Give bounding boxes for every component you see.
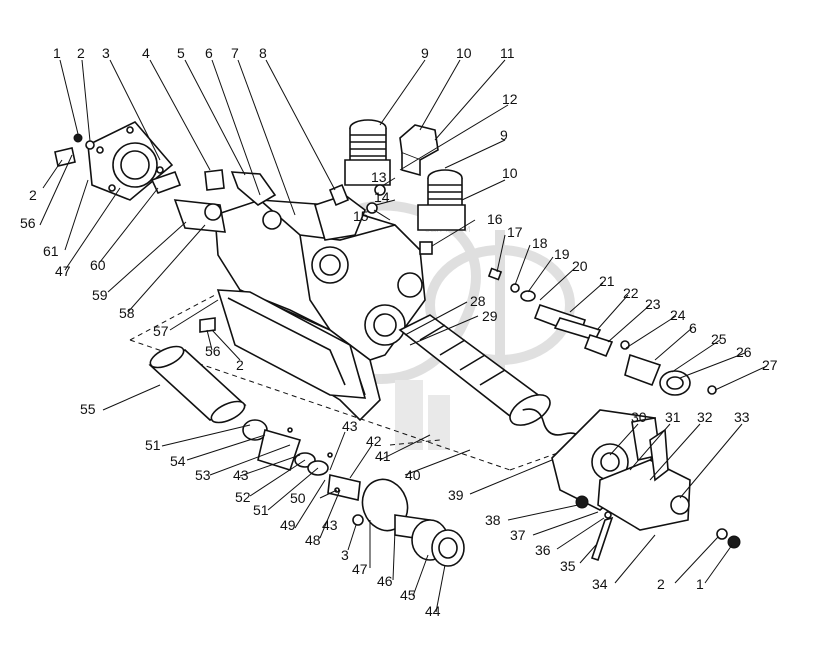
label-57: 57 xyxy=(153,323,169,339)
label-46: 46 xyxy=(377,573,393,589)
bolt-56 xyxy=(199,317,216,333)
label-23: 23 xyxy=(645,296,661,312)
label-58: 58 xyxy=(119,305,135,321)
washer-2 xyxy=(85,140,95,150)
end-cover-right xyxy=(551,409,691,531)
label-28: 28 xyxy=(470,293,486,309)
fitting-9-left xyxy=(344,119,391,186)
label-61: 61 xyxy=(43,243,59,259)
label-10-second: 10 xyxy=(502,165,518,181)
label-2-second: 2 xyxy=(29,187,37,203)
nut-1-right xyxy=(727,535,741,549)
fitting-5 xyxy=(230,171,277,206)
label-59: 59 xyxy=(92,287,108,303)
label-60: 60 xyxy=(90,257,106,273)
label-16: 16 xyxy=(487,211,503,227)
plug-16 xyxy=(419,241,433,255)
label-33: 33 xyxy=(734,409,750,425)
callout-labels: 1 2 3 4 5 6 7 8 9 10 11 12 9 10 13 14 15… xyxy=(20,45,778,619)
label-18: 18 xyxy=(532,235,548,251)
label-19: 19 xyxy=(554,246,570,262)
label-30: 30 xyxy=(631,409,647,425)
label-9-second: 9 xyxy=(500,127,508,143)
gasket-plate xyxy=(216,289,367,399)
label-6-second: 6 xyxy=(689,320,697,336)
label-53: 53 xyxy=(195,467,211,483)
label-2-third: 2 xyxy=(236,357,244,373)
label-34: 34 xyxy=(592,576,608,592)
label-24: 24 xyxy=(670,307,686,323)
label-44: 44 xyxy=(425,603,441,619)
label-1-second: 1 xyxy=(696,576,704,592)
label-3: 3 xyxy=(102,45,110,61)
label-56-second: 56 xyxy=(205,343,221,359)
spool-60-left xyxy=(173,199,226,233)
label-6: 6 xyxy=(205,45,213,61)
label-7: 7 xyxy=(231,45,239,61)
label-32: 32 xyxy=(697,409,713,425)
washer-2-right xyxy=(716,528,728,540)
label-29: 29 xyxy=(482,308,498,324)
lower-parts xyxy=(242,419,465,567)
label-38: 38 xyxy=(485,512,501,528)
label-15: 15 xyxy=(353,208,369,224)
fitting-9-right xyxy=(417,169,466,231)
label-47-second: 47 xyxy=(352,561,368,577)
label-13: 13 xyxy=(371,169,387,185)
label-41: 41 xyxy=(375,448,391,464)
sleeve-55 xyxy=(148,345,247,424)
label-2-fourth: 2 xyxy=(657,576,665,592)
label-48: 48 xyxy=(305,532,321,548)
label-12: 12 xyxy=(502,91,518,107)
label-20: 20 xyxy=(572,258,588,274)
plug-4 xyxy=(204,169,225,191)
label-47: 47 xyxy=(55,263,71,279)
label-26: 26 xyxy=(736,344,752,360)
seal-13 xyxy=(374,184,386,196)
label-2: 2 xyxy=(77,45,85,61)
label-11: 11 xyxy=(500,45,515,61)
label-52: 52 xyxy=(235,489,251,505)
label-55: 55 xyxy=(80,401,96,417)
label-50: 50 xyxy=(290,490,306,506)
label-56: 56 xyxy=(20,215,36,231)
label-43-third: 43 xyxy=(322,517,338,533)
label-37: 37 xyxy=(510,527,526,543)
spring-assembly xyxy=(398,314,586,447)
label-27: 27 xyxy=(762,357,778,373)
label-42: 42 xyxy=(366,433,382,449)
label-36: 36 xyxy=(535,542,551,558)
label-4: 4 xyxy=(142,45,150,61)
label-43: 43 xyxy=(342,418,358,434)
end-cover-left xyxy=(54,121,182,201)
leader-lines xyxy=(39,59,768,613)
label-40: 40 xyxy=(405,467,421,483)
ball-36 xyxy=(604,511,612,519)
label-31: 31 xyxy=(665,409,681,425)
label-17: 17 xyxy=(507,224,523,240)
label-51-second: 51 xyxy=(253,502,269,518)
label-51: 51 xyxy=(145,437,161,453)
label-43-second: 43 xyxy=(233,467,249,483)
label-39: 39 xyxy=(448,487,464,503)
label-45: 45 xyxy=(400,587,416,603)
plug-11 xyxy=(399,124,439,177)
label-3-second: 3 xyxy=(341,547,349,563)
label-22: 22 xyxy=(623,285,639,301)
label-1: 1 xyxy=(53,45,61,61)
label-10: 10 xyxy=(456,45,472,61)
label-5: 5 xyxy=(177,45,185,61)
spool-parts-right xyxy=(487,267,717,396)
label-54: 54 xyxy=(170,453,186,469)
label-35: 35 xyxy=(560,558,576,574)
label-14: 14 xyxy=(374,189,390,205)
label-49: 49 xyxy=(280,517,296,533)
nut-1 xyxy=(73,133,83,143)
label-9: 9 xyxy=(421,45,429,61)
label-21: 21 xyxy=(599,273,615,289)
label-25: 25 xyxy=(711,331,727,347)
label-8: 8 xyxy=(259,45,267,61)
